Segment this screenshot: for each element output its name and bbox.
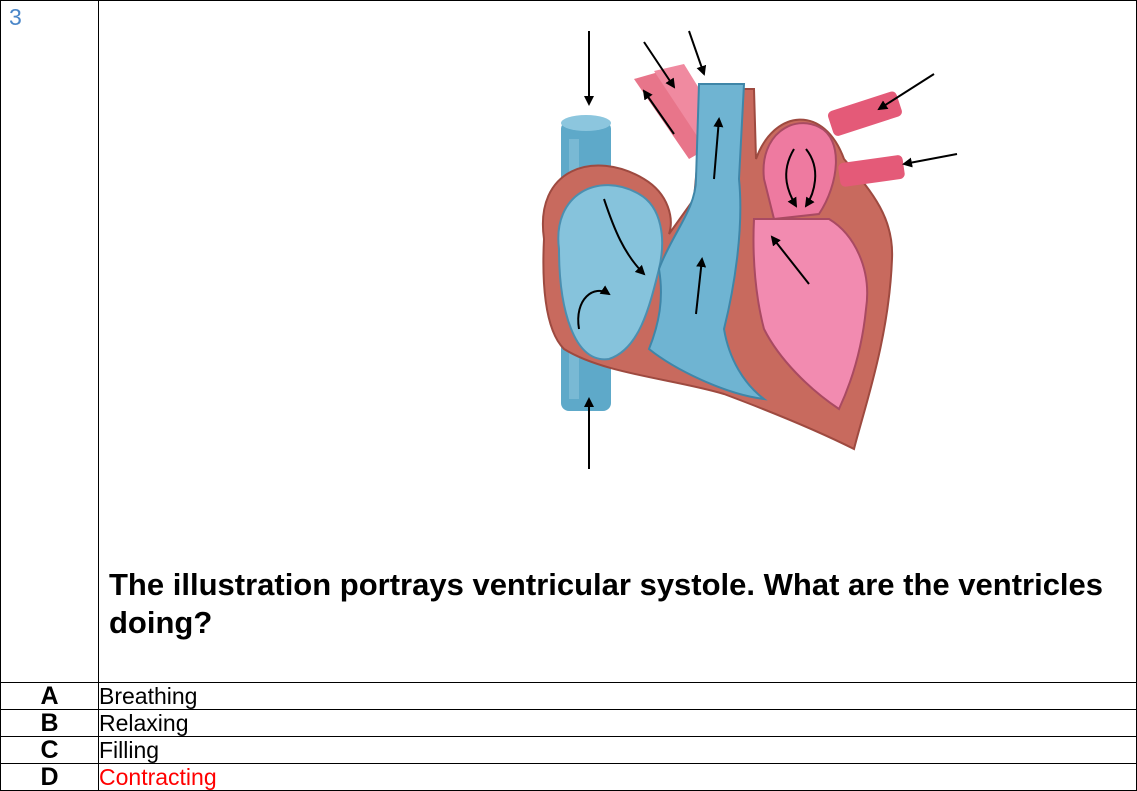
option-text: Relaxing (99, 710, 1137, 737)
heart-diagram (434, 9, 964, 479)
option-row-a[interactable]: A Breathing (1, 683, 1137, 710)
option-letter: C (1, 737, 99, 764)
question-text: The illustration portrays ventricular sy… (99, 566, 1136, 682)
option-letter: B (1, 710, 99, 737)
option-letter: A (1, 683, 99, 710)
question-content-cell: The illustration portrays ventricular sy… (99, 1, 1137, 683)
option-row-b[interactable]: B Relaxing (1, 710, 1137, 737)
option-text: Breathing (99, 683, 1137, 710)
figure-container (99, 1, 1136, 566)
question-number: 3 (1, 1, 98, 31)
question-row: 3 (1, 1, 1137, 683)
option-row-d[interactable]: D Contracting (1, 764, 1137, 791)
question-number-cell: 3 (1, 1, 99, 683)
option-letter: D (1, 764, 99, 791)
option-text: Filling (99, 737, 1137, 764)
option-row-c[interactable]: C Filling (1, 737, 1137, 764)
left-atrium (764, 123, 836, 219)
option-text-highlighted: Contracting (99, 764, 1137, 791)
